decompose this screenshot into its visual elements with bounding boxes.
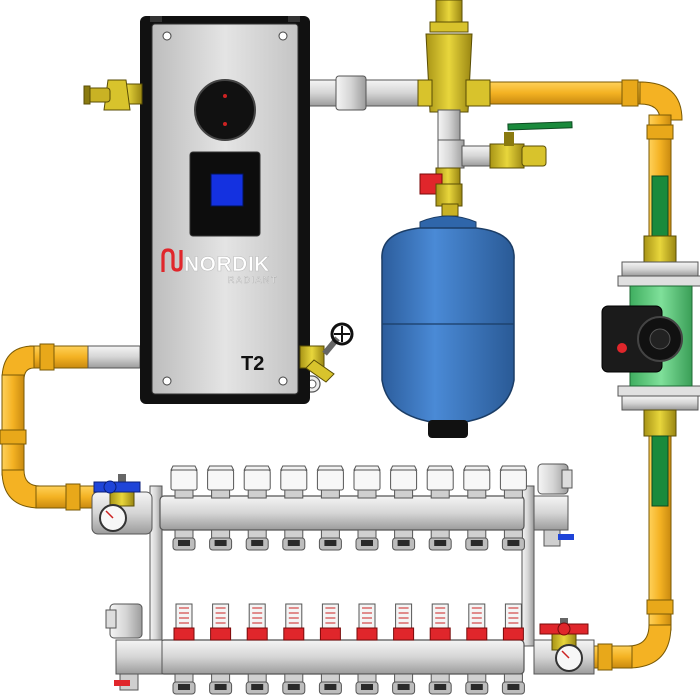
flow-meter-icon <box>210 603 232 641</box>
loop-outlet <box>245 529 269 551</box>
display-screen <box>210 173 244 207</box>
boiler-dial <box>194 79 256 141</box>
flow-meter-icon <box>356 603 378 641</box>
loop-outlet <box>428 673 452 695</box>
pressure-gauge-icon <box>99 504 127 532</box>
loop-outlet <box>209 529 233 551</box>
actuator-icon[interactable] <box>353 465 381 499</box>
loop-outlet <box>392 529 416 551</box>
actuator-icon[interactable] <box>426 465 455 499</box>
loop-outlet <box>245 673 269 695</box>
loop-outlet <box>209 673 233 695</box>
actuator-icon[interactable] <box>206 465 235 499</box>
actuator-row <box>170 465 528 499</box>
circulator-pump-icon <box>601 175 700 507</box>
electric-boiler: NORDIK RADIANT T2 <box>83 16 421 404</box>
air-vent-icon <box>417 0 491 143</box>
flow-meter-icon <box>173 603 195 641</box>
loop-outlet <box>392 673 416 695</box>
ball-valve-icon[interactable] <box>489 121 573 169</box>
nordik-logo: NORDIK RADIANT <box>161 248 278 285</box>
actuator-icon[interactable] <box>389 465 418 499</box>
manifold-end-fitting-upper <box>533 463 574 547</box>
loop-outlet <box>355 673 379 695</box>
loop-outlet <box>501 673 525 695</box>
supply-pressure-gauge <box>555 644 583 672</box>
handwheel-valve-icon[interactable] <box>299 322 354 383</box>
manifold-end-fitting-lower <box>105 603 163 691</box>
loop-outlet <box>282 673 306 695</box>
lower-outlet-row <box>172 673 525 695</box>
actuator-icon[interactable] <box>499 465 528 499</box>
flow-meter-icon <box>319 603 341 641</box>
flow-meter-icon <box>429 603 451 641</box>
loop-outlet <box>355 529 379 551</box>
flow-meter-icon <box>393 603 415 641</box>
tank-connector <box>419 167 463 217</box>
actuator-icon[interactable] <box>243 465 272 499</box>
loop-outlet <box>465 529 489 551</box>
manifold-supply-bar <box>159 639 525 675</box>
actuator-icon[interactable] <box>316 465 345 499</box>
flow-meter-row <box>173 603 524 641</box>
tee-fitting <box>437 139 493 169</box>
brand-subtitle: RADIANT <box>228 275 278 285</box>
loop-outlet <box>318 673 342 695</box>
flow-meter-icon <box>283 603 305 641</box>
return-pipe-left <box>0 343 95 511</box>
flow-meter-icon <box>466 603 488 641</box>
actuator-icon[interactable] <box>462 465 491 499</box>
return-ball-valve[interactable] <box>93 474 141 507</box>
loop-outlet <box>428 529 452 551</box>
actuator-icon[interactable] <box>279 465 308 499</box>
loop-outlet <box>465 673 489 695</box>
actuator-icon[interactable] <box>170 465 198 499</box>
brand-name: NORDIK <box>184 253 270 276</box>
t2-mark: T2 <box>241 353 264 375</box>
upper-outlet-row <box>172 529 525 551</box>
loop-outlet <box>172 673 196 695</box>
manifold-return-bar <box>91 485 535 647</box>
expansion-tank-icon <box>381 215 515 438</box>
loop-outlet <box>282 529 306 551</box>
flow-meter-icon <box>502 603 524 641</box>
pressure-relief-valve <box>83 79 143 111</box>
loop-outlet <box>172 529 196 551</box>
loop-outlet <box>501 529 525 551</box>
flow-meter-icon <box>246 603 268 641</box>
loop-outlet <box>318 529 342 551</box>
